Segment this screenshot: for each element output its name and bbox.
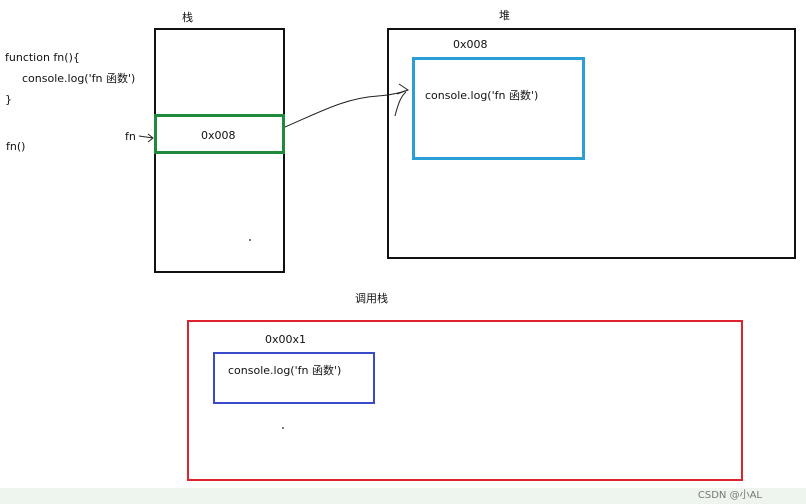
code-call: fn() — [6, 140, 26, 153]
stack-slot-value: 0x008 — [201, 129, 236, 142]
stray-dot — [282, 427, 284, 429]
code-line-2: console.log('fn 函数') — [22, 72, 136, 85]
call-frame-content: console.log('fn 函数') — [228, 364, 342, 377]
code-line-3: } — [5, 93, 12, 106]
heap-content: console.log('fn 函数') — [425, 89, 539, 102]
callstack-title: 调用栈 — [355, 292, 388, 305]
heap-address: 0x008 — [453, 38, 488, 51]
heap-function-object — [412, 57, 585, 160]
stack-title: 栈 — [182, 11, 193, 24]
footer-strip — [0, 488, 806, 504]
heap-title: 堆 — [499, 9, 510, 22]
stray-dot — [249, 239, 251, 241]
watermark: CSDN @小AL — [697, 490, 762, 501]
stack-var-label: fn — [125, 130, 136, 143]
var-arrow — [138, 133, 154, 143]
heap-box — [387, 28, 796, 259]
callstack-address: 0x00x1 — [265, 333, 307, 346]
pointer-arrow — [284, 83, 410, 128]
call-frame — [213, 352, 375, 404]
code-line-1: function fn(){ — [5, 51, 80, 64]
stack-slot — [154, 114, 285, 154]
callstack-box — [187, 320, 743, 481]
